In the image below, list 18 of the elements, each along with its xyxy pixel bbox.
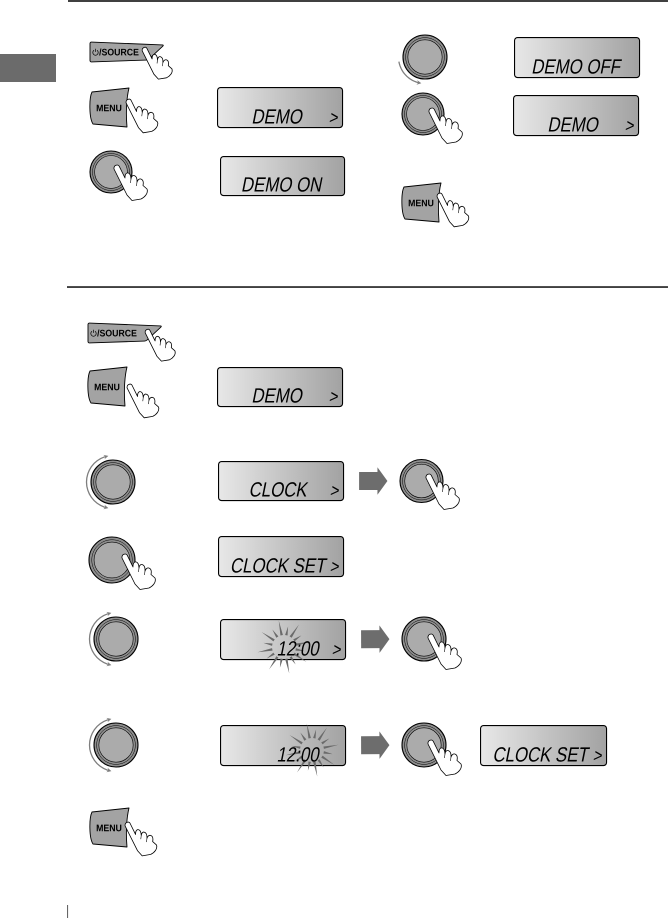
menu-button: MENU — [89, 88, 130, 128]
lcd-display: CLOCK > — [218, 461, 344, 502]
menu-button: MENU — [89, 808, 130, 848]
lcd-display: DEMO > — [513, 95, 640, 136]
lcd-display: CLOCK SET > — [480, 725, 608, 766]
knob-icon — [90, 459, 136, 505]
lcd-display: 12:00 > — [220, 619, 346, 674]
lcd-display: DEMO OFF — [514, 37, 640, 78]
knob-icon — [93, 722, 139, 768]
lcd-display: DEMO ON — [220, 156, 346, 196]
knob-icon — [402, 34, 448, 80]
menu-button: MENU — [401, 182, 442, 222]
menu-button: MENU — [87, 366, 128, 406]
knob-icon — [93, 616, 139, 662]
lcd-display: 12:00 — [220, 724, 346, 776]
lcd-display: DEMO > — [217, 367, 344, 408]
lcd-display: DEMO > — [217, 87, 344, 128]
lcd-display: CLOCK SET> — [218, 536, 344, 578]
